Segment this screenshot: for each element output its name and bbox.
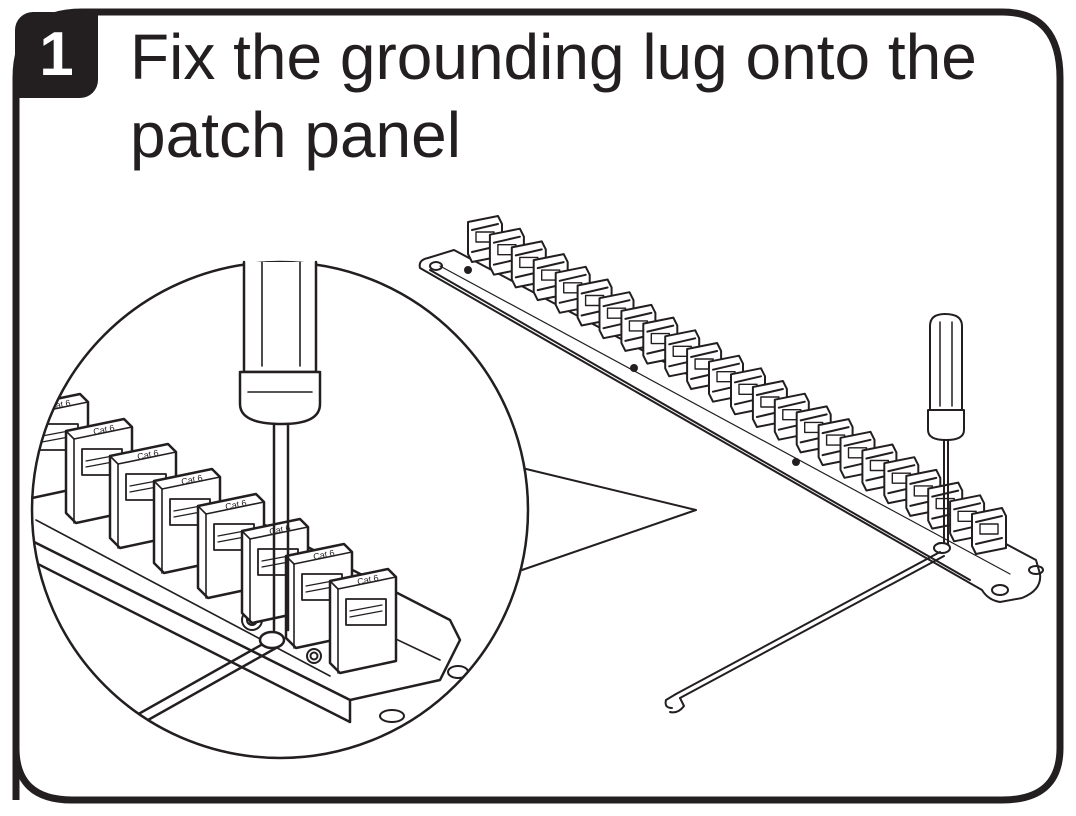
title-line-1: Fix the grounding lug onto the xyxy=(130,21,977,93)
port-label: Cat 6 xyxy=(136,448,159,462)
patch-panel xyxy=(418,215,1044,603)
port-jack xyxy=(971,507,1007,555)
title-line-2: patch panel xyxy=(130,99,461,171)
port-label: Cat 6 xyxy=(356,573,379,587)
port-label: Cat 6 xyxy=(92,423,115,437)
zoom-port-jack: Cat 6 xyxy=(328,567,398,675)
port-label: Cat 6 xyxy=(180,473,203,487)
port-row xyxy=(467,215,1007,555)
ground-wire-small xyxy=(664,551,945,714)
step-number-badge: 1 xyxy=(15,12,98,98)
port-label: Cat 6 xyxy=(224,498,247,512)
step-title: Fix the grounding lug onto the patch pan… xyxy=(130,18,1060,174)
screwdriver-small xyxy=(927,313,965,554)
port-label: Cat 6 xyxy=(312,548,335,562)
screwdriver-large xyxy=(238,260,322,632)
